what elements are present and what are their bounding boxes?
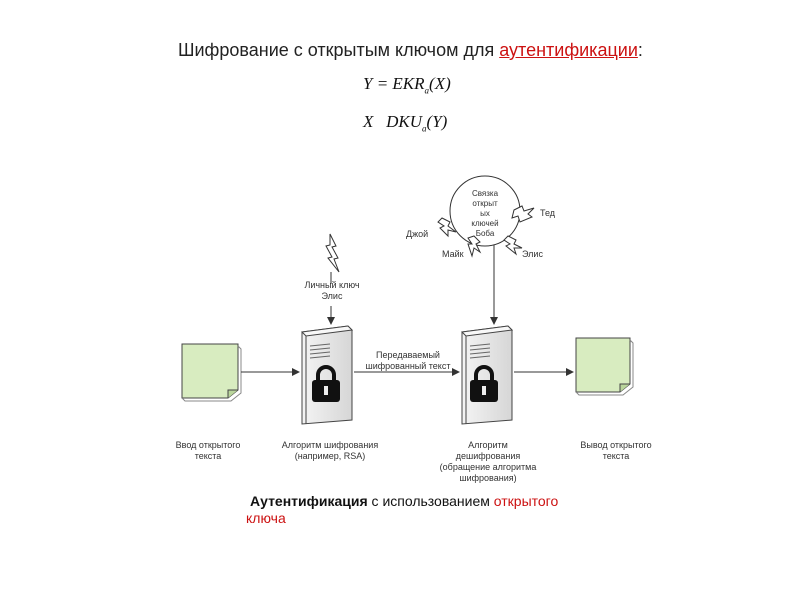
transmitted-label-line: шифрованный текст — [365, 361, 451, 371]
caption-line: текста — [602, 451, 630, 461]
caption-line: Алгоритм — [468, 440, 508, 450]
encrypt-server-icon — [300, 325, 354, 425]
input-document-icon — [181, 343, 242, 402]
key-mike-icon — [467, 235, 482, 258]
formula-decrypt-sub: a — [422, 123, 427, 134]
private-key-icon — [325, 233, 340, 273]
caption-decrypt: Алгоритм дешифрования (обращение алгорит… — [426, 440, 550, 484]
decrypt-server-icon — [460, 325, 514, 425]
transmitted-label-line: Передаваемый — [376, 350, 440, 360]
private-key-label: Личный ключ Элис — [290, 280, 374, 302]
caption-line: (обращение алгоритма — [439, 462, 537, 472]
slide-title: Шифрование с открытым ключом для аутенти… — [178, 40, 643, 61]
caption-line: дешифрования — [455, 451, 521, 461]
title-suffix: : — [637, 40, 643, 60]
formula-encrypt-sub: a — [424, 85, 430, 96]
private-key-label-line: Элис — [321, 291, 343, 301]
bottom-caption-bold: Аутентификация — [250, 493, 368, 509]
caption-line: шифрования) — [459, 473, 517, 483]
bottom-caption-red2: ключа — [246, 510, 286, 526]
caption-line: Ввод открытого — [175, 440, 241, 450]
key-joy-icon — [437, 217, 457, 238]
bottom-caption: Аутентификация с использованием открытог… — [246, 493, 606, 527]
keyring-label-line: Связка — [471, 189, 499, 198]
keyring-label-line: открыт — [472, 199, 498, 208]
output-document-icon — [575, 337, 634, 396]
keyring-name-alice: Элис — [522, 249, 543, 259]
title-highlight: аутентификации — [499, 40, 638, 60]
caption-encrypt: Алгоритм шифрования (например, RSA) — [268, 440, 392, 462]
caption-line: текста — [194, 451, 222, 461]
formula-decrypt-lhs: X DKU — [363, 112, 423, 131]
caption-input: Ввод открытого текста — [156, 440, 260, 462]
keyring-name-joy: Джой — [406, 229, 429, 239]
caption-line: Вывод открытого — [580, 440, 652, 450]
formula-encrypt: Y = EKRa(X) — [363, 74, 451, 95]
keyring-label: Связка открыт ых ключей Боба — [458, 189, 512, 239]
bottom-caption-middle: с использованием — [367, 493, 494, 509]
bottom-caption-red1: открытого — [493, 493, 559, 509]
caption-line: Алгоритм шифрования — [281, 440, 379, 450]
key-alice-icon — [503, 235, 523, 256]
caption-output: Вывод открытого текста — [564, 440, 668, 462]
caption-line: (например, RSA) — [294, 451, 366, 461]
formula-decrypt-rhs: (Y) — [426, 112, 448, 131]
encrypt-lock-icon — [312, 365, 340, 402]
decrypt-lock-icon — [470, 365, 498, 402]
keyring-label-line: Боба — [475, 229, 495, 238]
title-text: Шифрование с открытым ключом для — [178, 40, 500, 60]
formula-encrypt-lhs: Y = EKR — [363, 74, 425, 93]
formula-encrypt-rhs: (X) — [429, 74, 451, 93]
private-key-label-line: Личный ключ — [304, 280, 360, 290]
keyring-name-mike: Майк — [442, 249, 464, 259]
keyring-label-line: ых — [480, 209, 490, 218]
keyring-name-ted: Тед — [540, 208, 556, 218]
formula-decrypt: X DKUa(Y) — [363, 112, 447, 133]
keyring-label-line: ключей — [471, 219, 499, 228]
transmitted-label: Передаваемый шифрованный текст — [356, 350, 460, 372]
key-ted-icon — [511, 205, 535, 223]
